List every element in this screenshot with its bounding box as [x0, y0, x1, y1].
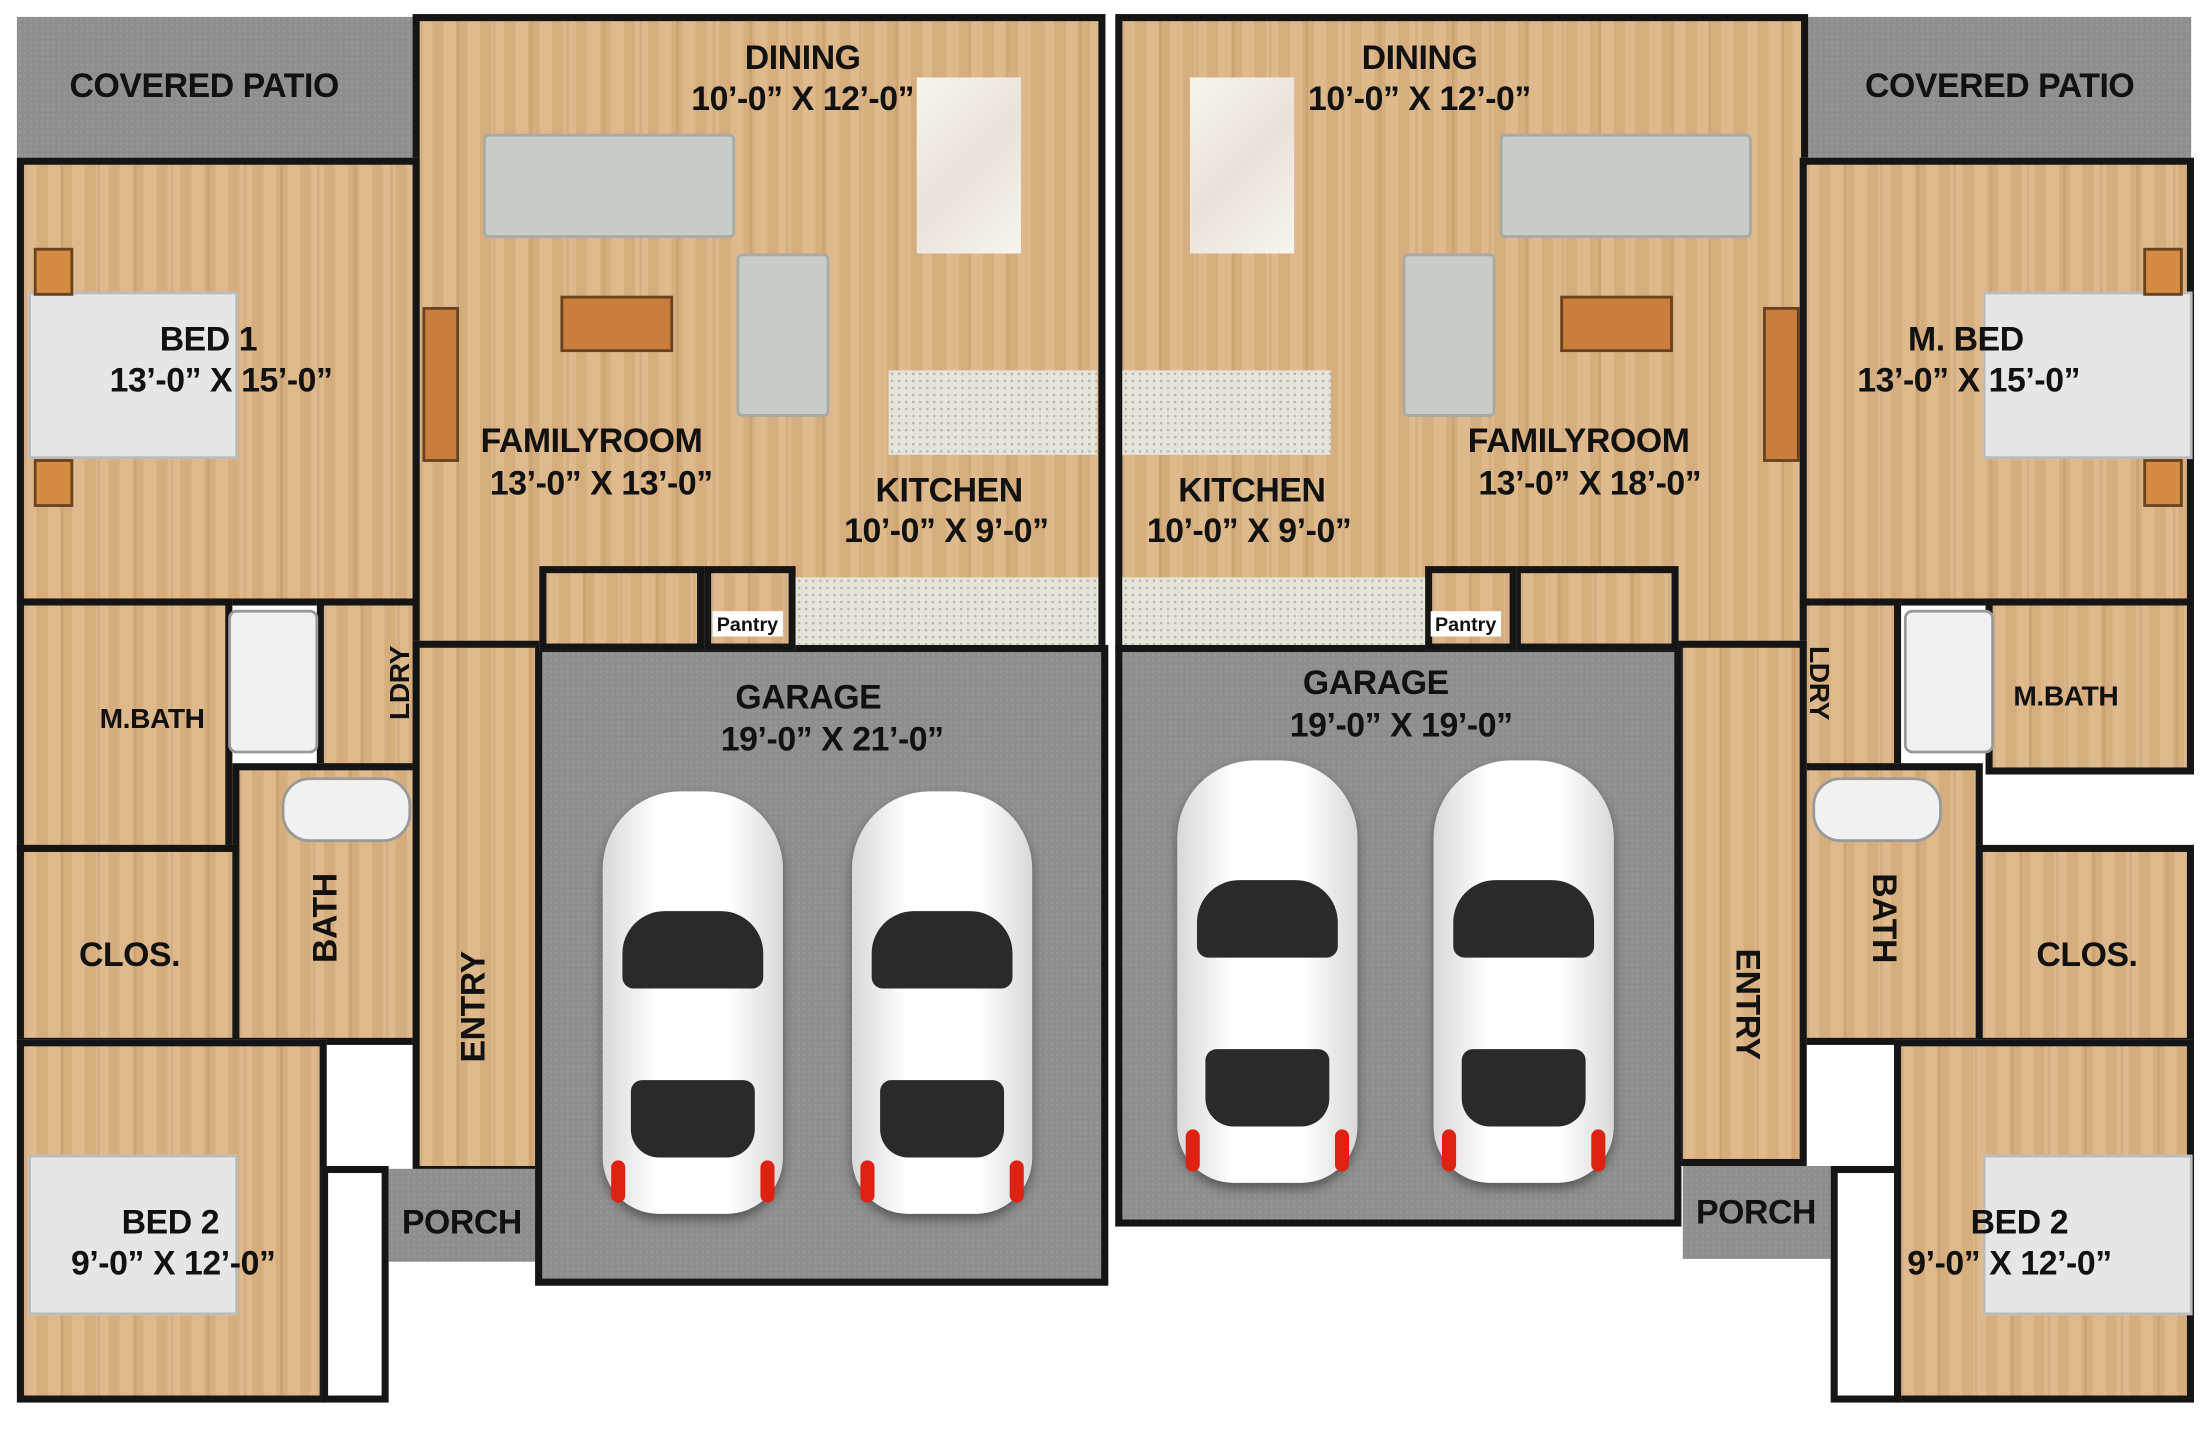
kitchen-counter — [795, 577, 1099, 645]
room-dims: 10’-0” X 12’-0” — [1308, 80, 1531, 119]
bed — [1982, 291, 2193, 460]
room-label: COVERED PATIO — [69, 67, 340, 106]
room-label: LDRY — [385, 646, 417, 720]
bed — [28, 291, 238, 460]
kitchen-island — [1122, 370, 1331, 455]
left-ldry-room — [316, 598, 420, 771]
right-pantry-room — [1425, 566, 1517, 651]
coffee-table — [1560, 295, 1673, 353]
room-dims: 9’-0” X 12’-0” — [70, 1244, 276, 1283]
left-entry-hall — [412, 640, 543, 1174]
right-closet — [1975, 844, 2194, 1045]
room-dims: 9’-0” X 12’-0” — [1907, 1244, 2112, 1283]
room-label: KITCHEN — [875, 471, 1023, 510]
right-ldry-room — [1799, 598, 1902, 771]
left-bed2-closet — [321, 1165, 389, 1403]
room-label: M.BATH — [99, 704, 205, 736]
room-dims: 13’-0” X 15’-0” — [1857, 361, 2081, 400]
room-label: COVERED PATIO — [1864, 67, 2135, 106]
room-label: CLOS. — [78, 936, 181, 975]
room-label: DINING — [1361, 39, 1478, 78]
nightstand — [2143, 459, 2183, 507]
room-dims: 10’-0” X 9’-0” — [844, 512, 1049, 551]
room-label: BATH — [1864, 873, 1903, 963]
loveseat — [1402, 253, 1496, 417]
car — [602, 791, 783, 1214]
room-label: CLOS. — [2036, 936, 2138, 975]
pantry-label: Pantry — [712, 611, 783, 637]
room-dims: 13’-0” X 13’-0” — [489, 464, 713, 503]
room-label: FAMILYROOM — [480, 422, 703, 461]
bathtub — [281, 777, 412, 843]
room-dims: 10’-0” X 12’-0” — [691, 80, 915, 119]
kitchen-counter — [1122, 577, 1426, 645]
room-label: ENTRY — [454, 951, 493, 1063]
tv-console — [422, 306, 460, 462]
tv-console — [1763, 306, 1800, 462]
nightstand — [2143, 247, 2183, 296]
car — [1433, 760, 1614, 1183]
right-entry-hall — [1675, 640, 1807, 1166]
room-label: PORCH — [1696, 1194, 1817, 1233]
room-label: M.BATH — [2013, 681, 2119, 713]
room-label: GARAGE — [1302, 664, 1449, 703]
left-utility-closet — [539, 566, 705, 651]
pantry-label: Pantry — [1430, 611, 1501, 637]
room-dims: 13’-0” X 15’-0” — [109, 361, 333, 400]
shower — [228, 609, 319, 754]
nightstand — [33, 459, 74, 507]
bed — [1982, 1154, 2193, 1316]
right-porch — [1682, 1165, 1831, 1259]
room-dims: 10’-0” X 9’-0” — [1146, 512, 1352, 551]
room-label: KITCHEN — [1178, 471, 1326, 510]
room-label: GARAGE — [735, 678, 882, 717]
left-mbath-room — [16, 598, 233, 852]
coffee-table — [560, 295, 674, 353]
room-label: BED 2 — [1970, 1204, 2069, 1243]
room-label: ENTRY — [1727, 948, 1766, 1060]
room-label: BATH — [306, 873, 346, 963]
car — [1177, 760, 1358, 1183]
left-porch — [388, 1168, 537, 1262]
loveseat — [736, 253, 830, 417]
room-label: BED 2 — [121, 1204, 220, 1243]
shower — [1903, 609, 1995, 754]
room-label: PORCH — [401, 1204, 522, 1243]
left-pantry-room — [704, 566, 796, 651]
right-mbath-room — [1985, 598, 2194, 775]
right-utility-closet — [1513, 566, 1679, 651]
sofa — [1499, 133, 1752, 238]
room-dims: 19’-0” X 19’-0” — [1289, 706, 1513, 745]
bathtub — [1812, 777, 1942, 843]
car — [851, 791, 1033, 1214]
left-covered-patio — [16, 16, 416, 158]
right-covered-patio — [1806, 16, 2192, 158]
bed — [28, 1154, 238, 1316]
room-label: DINING — [744, 39, 861, 78]
room-dims: 13’-0” X 18’-0” — [1478, 464, 1702, 503]
room-label: LDRY — [1803, 646, 1835, 720]
room-label: BED 1 — [159, 321, 258, 360]
room-label: FAMILYROOM — [1467, 422, 1690, 461]
kitchen-island — [888, 370, 1097, 455]
room-label: M. BED — [1907, 321, 2024, 360]
nightstand — [33, 247, 74, 296]
right-bed2-closet — [1830, 1165, 1902, 1403]
sofa — [483, 133, 736, 238]
dining-table — [916, 77, 1021, 254]
dining-table — [1189, 77, 1295, 254]
room-dims: 19’-0” X 21’-0” — [720, 720, 944, 760]
